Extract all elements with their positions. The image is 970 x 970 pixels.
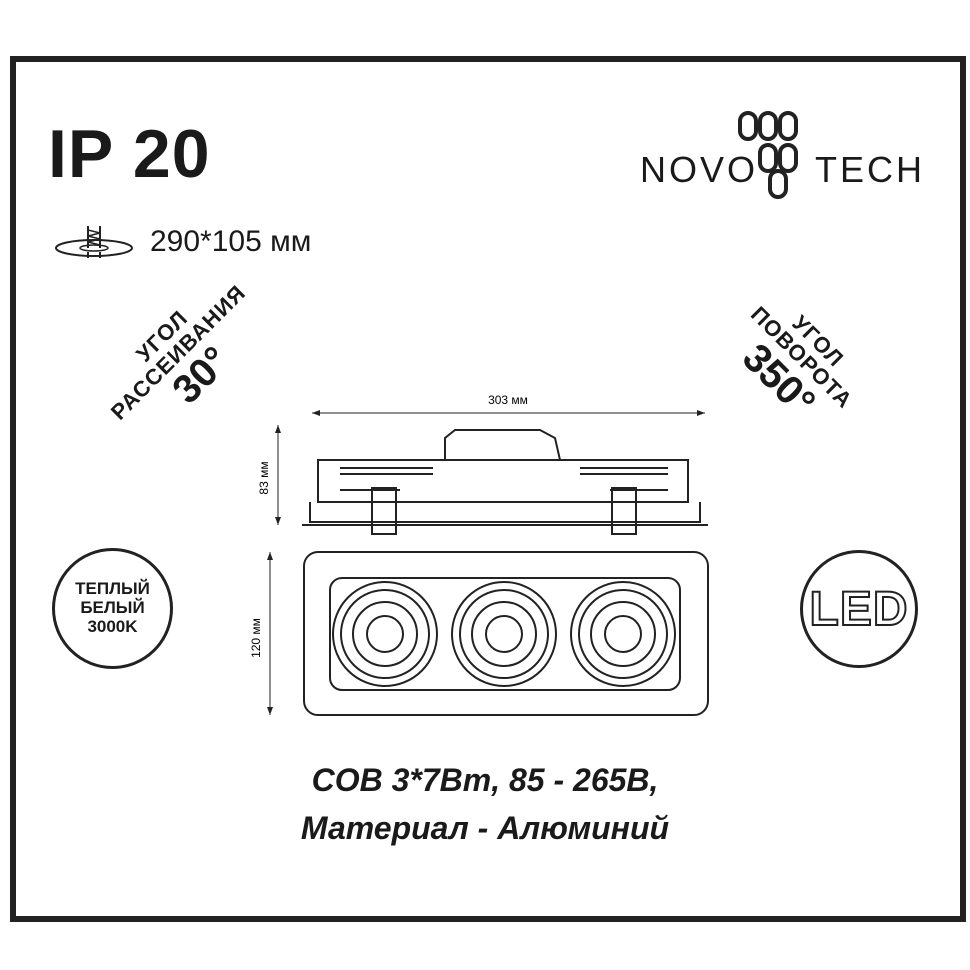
cutout-size-row: 290*105 мм bbox=[52, 222, 311, 262]
technical-drawing: 303 мм 83 мм 120 мм bbox=[249, 393, 709, 716]
lens-1 bbox=[332, 581, 438, 687]
lens-2 bbox=[451, 581, 557, 687]
ceiling-cutout-icon bbox=[55, 226, 133, 258]
cutout-size: 290*105 мм bbox=[150, 225, 312, 258]
depth-dimension-label: 120 мм bbox=[249, 618, 263, 658]
novotech-logo: NOVO TECH bbox=[640, 105, 922, 205]
novotech-logo-icon bbox=[738, 111, 798, 199]
ip-rating: IP 20 bbox=[48, 116, 211, 192]
height-dimension-label: 83 мм bbox=[257, 461, 271, 494]
logo-text-novo: NOVO bbox=[640, 149, 759, 190]
color-temp-line2: БЕЛЫЙ bbox=[80, 598, 145, 618]
side-view bbox=[302, 429, 708, 535]
led-badge: LED bbox=[800, 550, 918, 668]
color-temp-line1: ТЕПЛЫЙ bbox=[75, 579, 150, 599]
height-dimension-line bbox=[275, 425, 281, 525]
lens-3 bbox=[570, 581, 676, 687]
depth-dimension-line bbox=[267, 552, 273, 715]
product-frame bbox=[10, 56, 966, 922]
spec-material-line: Материал - Алюминий bbox=[300, 810, 670, 846]
led-text: LED bbox=[809, 582, 909, 637]
width-dimension-label: 303 мм bbox=[488, 393, 528, 407]
color-temp-line3: 3000K bbox=[87, 616, 138, 636]
top-view bbox=[303, 551, 709, 716]
spec-power-line: COB 3*7Bm, 85 - 265B, bbox=[311, 762, 659, 798]
width-dimension-line bbox=[312, 410, 705, 416]
color-temperature-badge: ТЕПЛЫЙ БЕЛЫЙ 3000K bbox=[52, 548, 173, 669]
logo-text-tech: TECH bbox=[815, 149, 925, 190]
